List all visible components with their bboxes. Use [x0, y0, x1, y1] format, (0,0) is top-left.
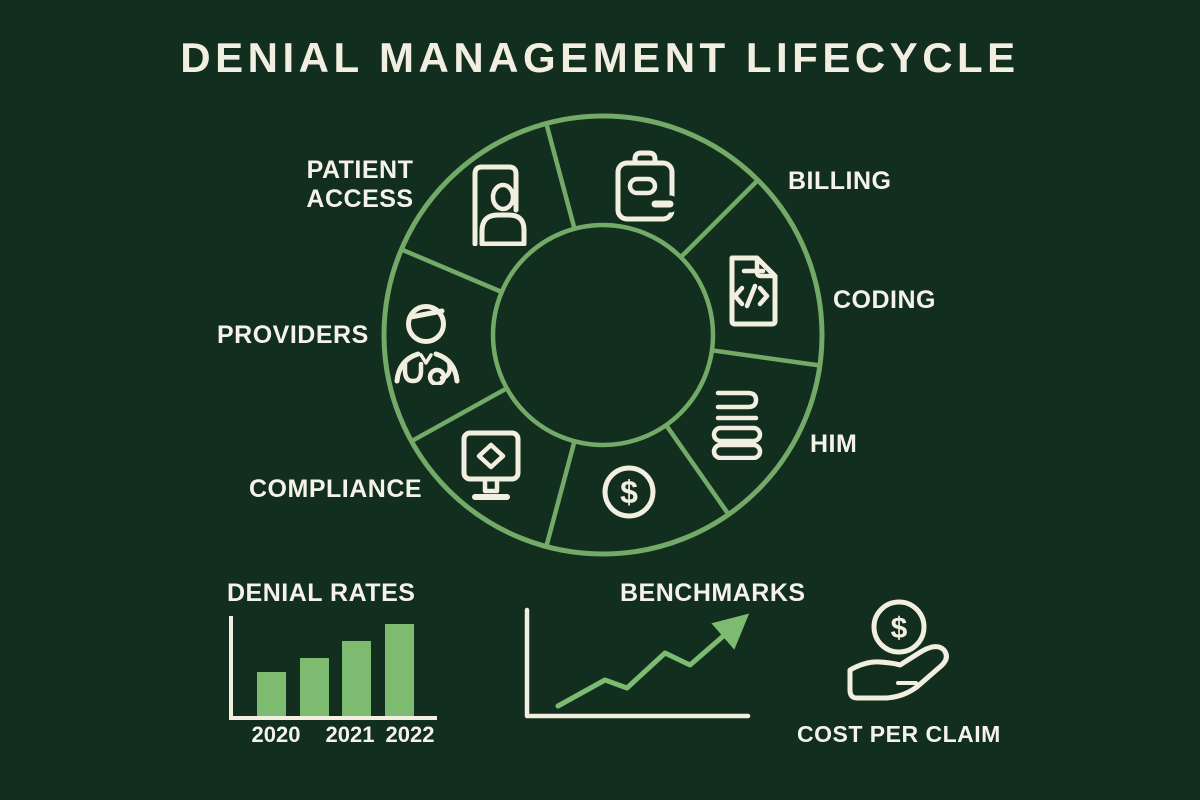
wheel-divider	[544, 122, 577, 230]
denial-rates-bar	[385, 624, 415, 716]
wheel-divider	[664, 423, 731, 516]
patient-id-card-icon	[472, 164, 527, 246]
tick-2022: 2022	[385, 722, 435, 747]
cost-per-claim-label: COST PER CLAIM	[797, 721, 1001, 747]
dollar-circle-icon: $	[602, 465, 656, 519]
benchmarks-trend-line	[555, 613, 750, 709]
wheel-divider	[711, 348, 821, 368]
tick-2020: 2020	[251, 722, 301, 747]
hand-holding-coin-icon: $	[847, 599, 949, 701]
stacked-records-icon	[711, 390, 763, 460]
monitor-check-icon	[461, 430, 521, 500]
doctor-icon	[394, 304, 460, 385]
benchmarks-title: BENCHMARKS	[620, 579, 806, 607]
page-title: DENIAL MANAGEMENT LIFECYCLE	[180, 34, 1020, 81]
segment-label-compliance: COMPLIANCE	[249, 475, 423, 503]
segment-label-him: HIM	[810, 430, 858, 458]
segment-label-providers: PROVIDERS	[217, 321, 369, 349]
denial-rates-bar	[257, 671, 286, 716]
benchmarks-axes	[524, 607, 751, 719]
segment-label-billing: BILLING	[788, 167, 892, 195]
medical-bag-icon	[615, 150, 678, 222]
lifecycle-wheel	[381, 113, 825, 557]
segment-label-coding: CODING	[833, 286, 936, 314]
wheel-divider	[410, 386, 508, 444]
wheel-divider	[679, 178, 760, 259]
benchmarks-chart	[524, 607, 751, 719]
wheel-divider	[400, 247, 503, 295]
denial-rates-title: DENIAL RATES	[227, 579, 416, 607]
wheel-divider	[544, 440, 577, 548]
svg-text:$: $	[891, 612, 908, 645]
wheel-inner-ring	[490, 222, 716, 448]
segment-label-patient-access: PATIENT ACCESS	[306, 156, 414, 213]
svg-text:$: $	[620, 474, 638, 510]
denial-rates-bar	[342, 641, 372, 716]
code-document-icon	[729, 255, 778, 327]
denial-rates-bar	[299, 658, 329, 716]
denial-rates-chart	[229, 616, 437, 720]
tick-2021: 2021	[325, 722, 375, 747]
wheel-outer-ring	[381, 113, 825, 557]
